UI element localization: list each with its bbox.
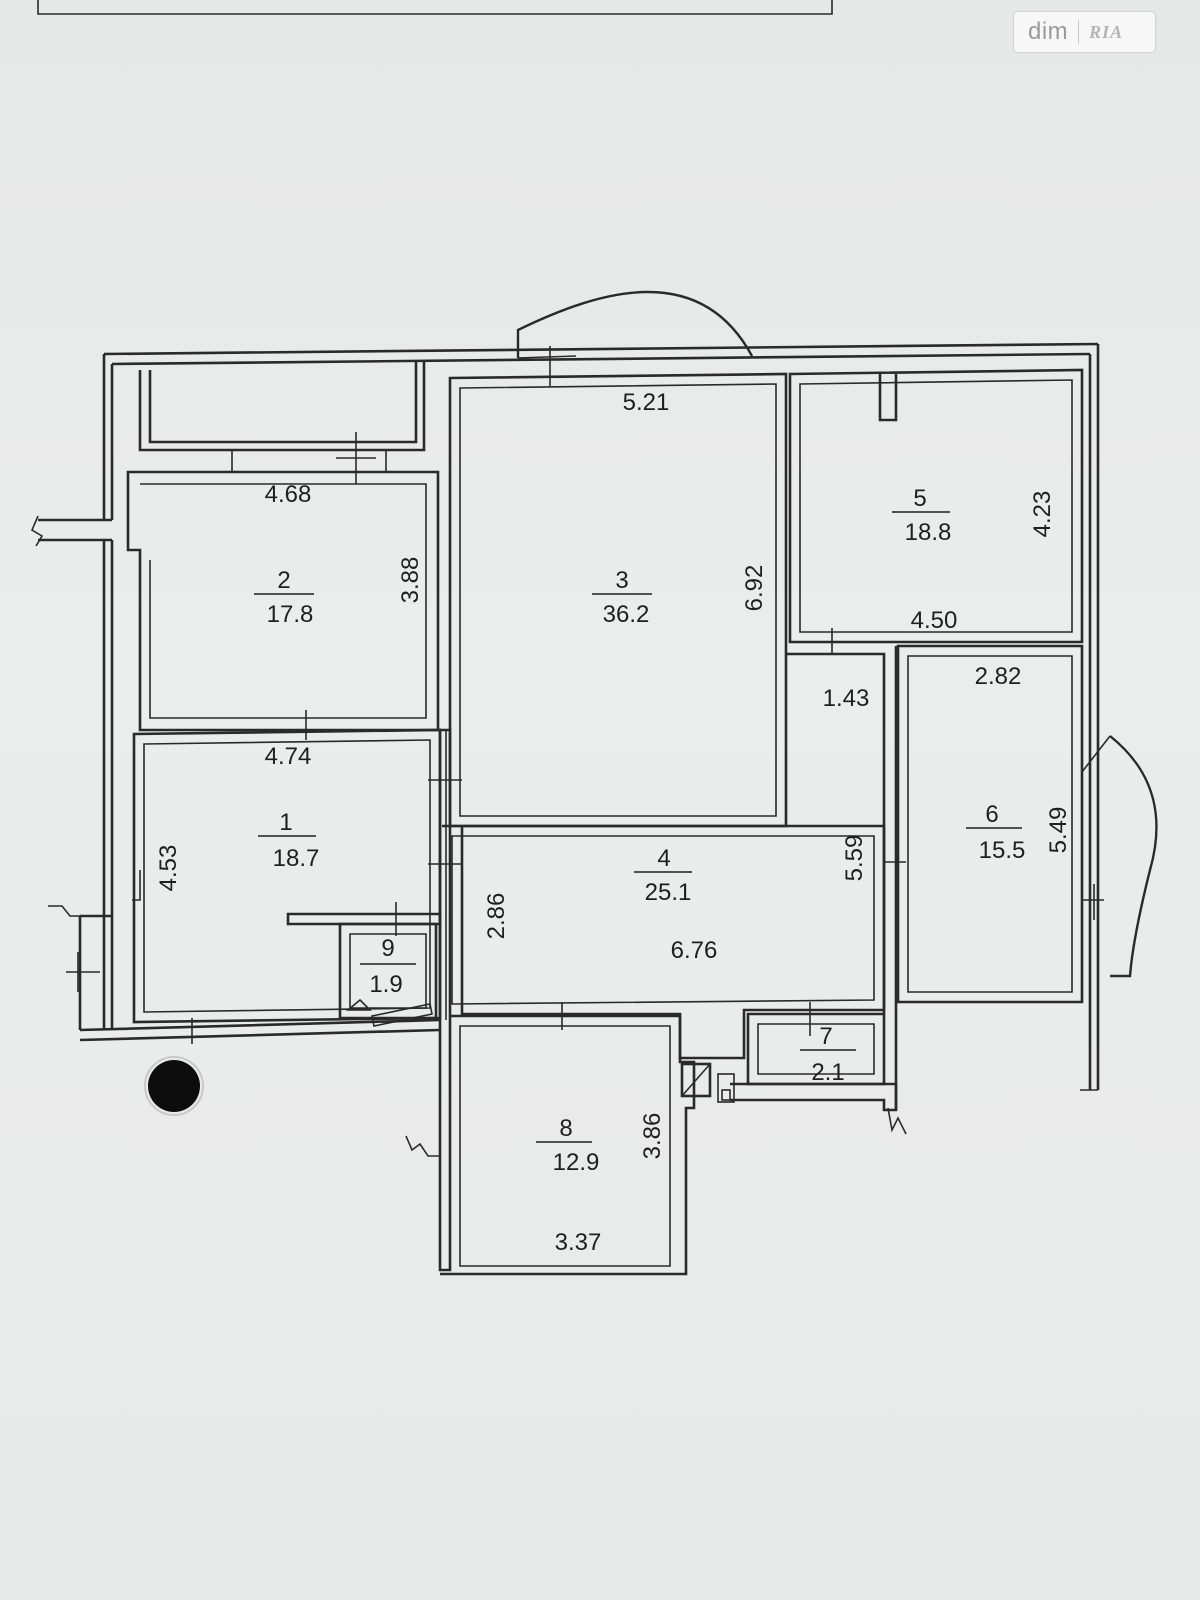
dim-room5-width: 4.50 xyxy=(911,607,958,634)
watermark-sub: RIA xyxy=(1089,21,1124,42)
dim-room2-height: 3.88 xyxy=(397,557,424,604)
room-6-number: 6 xyxy=(985,801,998,828)
room-1-area: 18.7 xyxy=(273,845,320,872)
room-2-area: 17.8 xyxy=(267,601,314,628)
room-4-area: 25.1 xyxy=(645,879,692,906)
watermark-separator xyxy=(1078,20,1080,44)
room-5-number: 5 xyxy=(913,485,926,512)
balcony-top-left xyxy=(138,360,426,484)
room-6-area: 15.5 xyxy=(979,837,1026,864)
dim-room2-width: 4.68 xyxy=(265,481,312,508)
room-9 xyxy=(338,902,438,1027)
watermark-badge: dim RIA xyxy=(1014,12,1155,52)
dim-room4-width: 6.76 xyxy=(671,937,718,964)
room-6 xyxy=(896,644,1158,1004)
room-8 xyxy=(405,1002,735,1276)
dim-room8-width: 3.37 xyxy=(555,1229,602,1256)
room-7-area: 2.1 xyxy=(811,1059,844,1086)
room-2 xyxy=(126,470,440,740)
room-4-number: 4 xyxy=(657,845,670,872)
room-5-area: 18.8 xyxy=(905,519,952,546)
room-9-area: 1.9 xyxy=(369,971,402,998)
room-2-number: 2 xyxy=(277,567,290,594)
outer-walls xyxy=(30,342,1100,1091)
dim-room1-width: 4.74 xyxy=(265,743,312,770)
watermark-brand: dim xyxy=(1028,18,1069,45)
room-3-area: 36.2 xyxy=(603,601,650,628)
room-3 xyxy=(448,290,788,828)
page-frame xyxy=(37,0,833,15)
dim-room3-height: 6.92 xyxy=(741,565,768,612)
room-4 xyxy=(428,728,886,1272)
room-3-number: 3 xyxy=(615,567,628,594)
room-9-number: 9 xyxy=(381,935,394,962)
dim-room6-height: 5.49 xyxy=(1045,807,1072,854)
dim-corridor-width: 1.43 xyxy=(823,685,870,712)
dim-room5-height: 4.23 xyxy=(1029,491,1056,538)
room-8-number: 8 xyxy=(559,1115,572,1142)
dim-room4-right: 5.59 xyxy=(841,835,868,882)
dim-room6-width: 2.82 xyxy=(975,663,1022,690)
room-1-number: 1 xyxy=(279,809,292,836)
room-7-number: 7 xyxy=(819,1023,832,1050)
black-circle-marker xyxy=(148,1060,200,1112)
dim-room8-height: 3.86 xyxy=(639,1113,666,1160)
dim-room4-left: 2.86 xyxy=(483,893,510,940)
room-7 xyxy=(730,1002,907,1135)
room-5 xyxy=(788,368,1084,654)
dim-room3-width: 5.21 xyxy=(623,389,670,416)
room-8-area: 12.9 xyxy=(553,1149,600,1176)
dim-room1-height: 4.53 xyxy=(155,845,182,892)
